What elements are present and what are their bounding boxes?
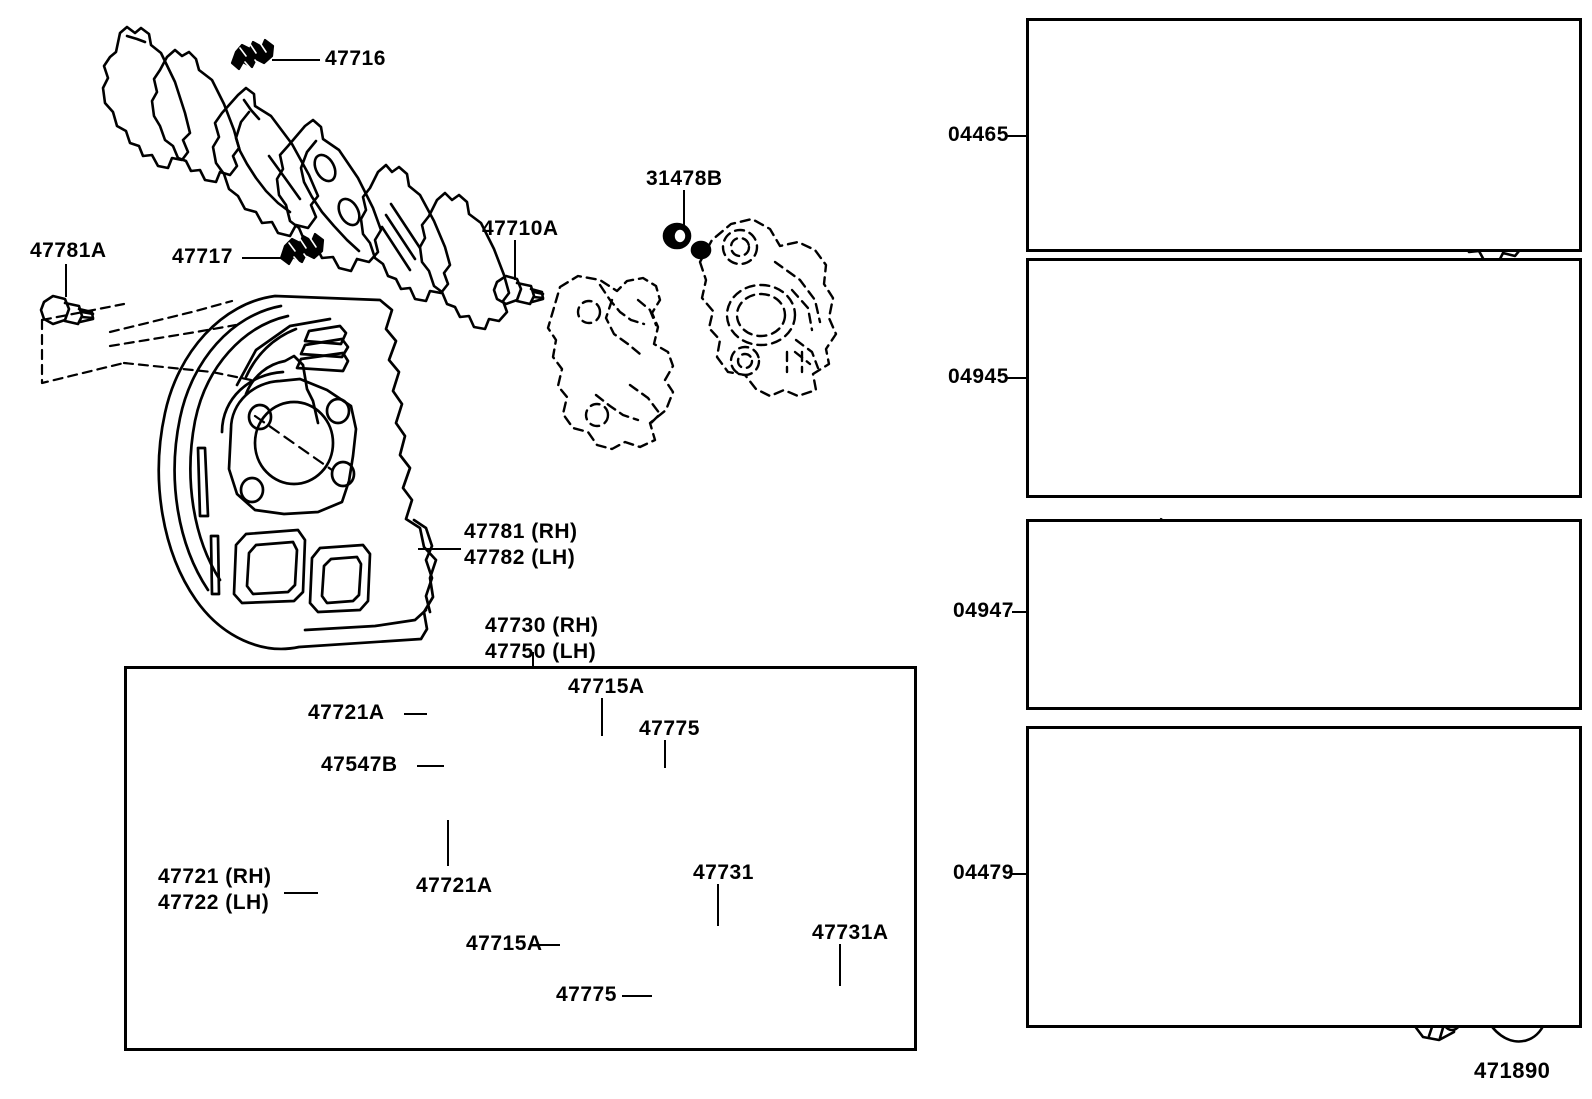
callout-47781-47782: 47781 (RH) 47782 (LH) [464, 520, 578, 569]
caliper-panel-heading: 47730 (RH) 47750 (LH) [485, 614, 599, 663]
caliper-detail-panel [124, 666, 917, 1051]
dust-cover-bolt-projection [40, 299, 253, 385]
leader-47721-47722 [284, 892, 318, 894]
callout-47721a-mid: 47721A [416, 874, 493, 897]
kit-label-04945: 04945 [948, 365, 1009, 388]
kit-label-04479: 04479 [953, 861, 1014, 884]
leader-47721a-mid [447, 820, 449, 866]
leader-47731 [717, 884, 719, 926]
callout-47716: 47716 [325, 47, 386, 70]
callout-47731a: 47731A [812, 921, 889, 944]
leader-47547b [417, 765, 444, 767]
kit-label-04947: 04947 [953, 599, 1014, 622]
leader-47715a-bot [535, 944, 560, 946]
callout-47721-47722: 47721 (RH) 47722 (LH) [158, 865, 272, 914]
callout-47710a: 47710A [482, 217, 559, 240]
leader-31478b [683, 190, 685, 225]
leader-47781a [65, 264, 67, 297]
caliper-mounting-ghost [546, 274, 675, 451]
leader-caliper-heading [532, 652, 534, 666]
caliper-assembly-ghost [698, 217, 838, 398]
callout-47721a-top: 47721A [308, 701, 385, 724]
leader-47717 [242, 257, 282, 259]
leader-47715a-top [601, 698, 603, 736]
leader-47781-47782 [418, 548, 461, 550]
bleeder-plug-cap-31478b [662, 222, 712, 260]
callout-47717: 47717 [172, 245, 233, 268]
dust-cover-bolt-47781a [39, 294, 95, 326]
callout-31478b: 31478B [646, 167, 723, 190]
anti-squeal-shim-3 [359, 163, 452, 303]
leader-47775-top [664, 740, 666, 768]
anti-squeal-shim-1 [101, 25, 192, 170]
pad-support-plate-clips-upper [230, 38, 275, 71]
kit-panel-04465 [1026, 18, 1582, 252]
leader-04945 [1007, 377, 1028, 379]
kit-panel-04945 [1026, 258, 1582, 498]
leader-04947 [1012, 611, 1028, 613]
callout-47547b: 47547B [321, 753, 398, 776]
leader-04465 [1007, 135, 1028, 137]
anti-squeal-shim-4 [418, 191, 511, 331]
brake-pad-outer [211, 86, 320, 238]
leader-47716 [272, 59, 320, 61]
anti-squeal-shim-2 [150, 48, 241, 184]
callout-47775-top: 47775 [639, 717, 700, 740]
kit-panel-04947 [1026, 519, 1582, 710]
callout-47731: 47731 [693, 861, 754, 884]
callout-47715a-bot: 47715A [466, 932, 543, 955]
callout-47775-bot: 47775 [556, 983, 617, 1006]
kit-label-04465: 04465 [948, 123, 1009, 146]
kit-panel-04479 [1026, 726, 1582, 1028]
callout-47781a: 47781A [30, 239, 107, 262]
leader-47775-bot [622, 995, 652, 997]
leader-47731a [839, 944, 841, 986]
leader-47721a-top [404, 713, 427, 715]
callout-47715a-top: 47715A [568, 675, 645, 698]
pad-support-plate-clips-lower [279, 232, 325, 266]
brake-pad-inner [275, 118, 383, 273]
bleeder-plug-47710a [492, 274, 545, 306]
leader-47710a [514, 240, 516, 280]
leader-04479 [1012, 873, 1028, 875]
disc-brake-dust-cover [157, 294, 438, 651]
diagram-number: 471890 [1474, 1058, 1551, 1083]
